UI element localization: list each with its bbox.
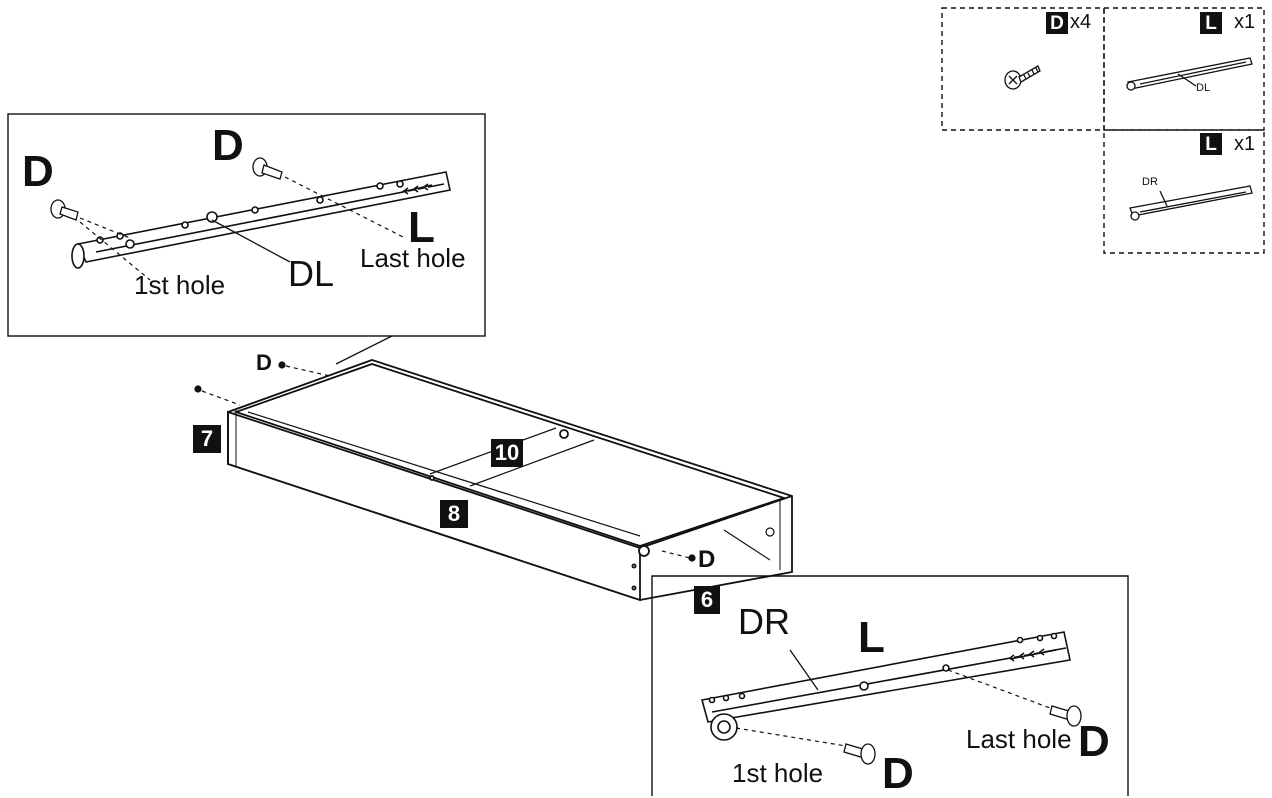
screw-d-icon	[1004, 65, 1041, 90]
detail-left-screw-label-2: D	[212, 121, 244, 170]
panel-tag-10: 10	[491, 439, 523, 467]
detail-left-rail-label: L	[408, 203, 435, 252]
panel-tag-7: 7	[193, 425, 221, 453]
detail-right-dr-label: DR	[738, 601, 790, 642]
part-l-dl-letter: L	[1200, 12, 1222, 34]
part-l-dr-qty: x1	[1234, 133, 1256, 155]
detail-right-screw-label-1: D	[882, 749, 914, 798]
detail-box-left	[7, 113, 486, 337]
part-l-dr-label: DR	[1142, 176, 1158, 188]
screw-left-2-icon	[252, 157, 283, 180]
panel-tag-6: 6	[694, 586, 720, 614]
guide-lines-drawer	[201, 365, 691, 559]
dl-leader	[211, 219, 291, 263]
part-d-qty: x4	[1070, 11, 1092, 33]
detail-right-last-hole: Last hole	[966, 724, 1072, 754]
parts-panel	[941, 7, 1265, 254]
drawer-screw-label-top: D	[256, 350, 272, 375]
detail-left-last-hole: Last hole	[360, 243, 466, 273]
detail-box-right	[651, 575, 1129, 796]
part-l-dr-letter: L	[1200, 133, 1222, 155]
screw-right-1-icon	[843, 743, 876, 765]
detail-left-screw-label-1: D	[22, 147, 54, 196]
detail-left-first-hole: 1st hole	[134, 270, 226, 300]
rail-dl-icon	[1126, 57, 1253, 91]
screw-right-2-icon	[1049, 705, 1082, 727]
guide-lines-right	[735, 669, 1051, 747]
drawer-screw-icons	[194, 361, 775, 562]
guide-lines-left	[79, 176, 406, 281]
drawer-screw-label-right: D	[698, 546, 716, 573]
part-l-dl-label: DL	[1196, 82, 1211, 94]
detail-right-screw-label-2: D	[1078, 717, 1110, 766]
screw-left-1-icon	[50, 199, 79, 221]
dr-leader	[789, 649, 819, 691]
panel-tag-8: 8	[440, 500, 468, 528]
detail-left-dl-label: DL	[288, 253, 335, 294]
detail-right-first-hole: 1st hole	[732, 758, 824, 788]
rail-right-detail	[701, 631, 1071, 741]
part-l-dl-qty: x1	[1234, 11, 1256, 33]
detail-right-rail-label: L	[858, 613, 885, 662]
leader-line	[335, 335, 393, 365]
rail-dr-icon	[1129, 185, 1253, 221]
part-d-letter: D	[1046, 12, 1068, 34]
